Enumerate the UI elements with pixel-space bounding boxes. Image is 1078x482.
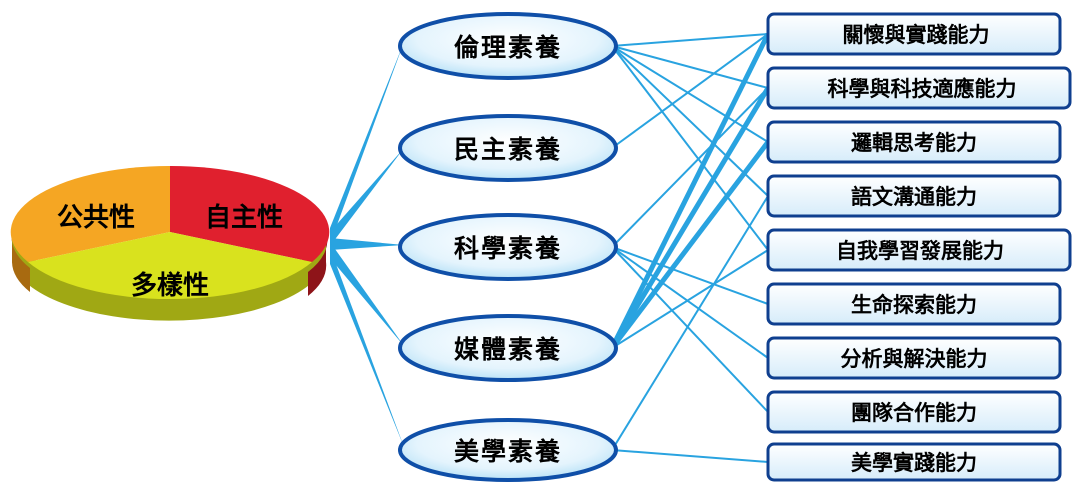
pie-side-red [308,232,328,296]
pie-segment-red [170,165,330,262]
capability-node: 分析與解決能力 [766,336,1062,380]
literacy-label: 科學素養 [454,234,562,263]
capability-connectors [609,32,771,463]
connector-line [609,32,771,350]
literacy-label: 倫理素養 [454,33,562,62]
pie-connectors [330,42,404,447]
literacy-node-science: 科學素養 [398,213,618,281]
pie-label-public: 公共性 [57,203,135,233]
connector-line [611,246,769,413]
capability-node: 科學與科技適應能力 [766,66,1072,110]
pie-chart: 公共性 自主性 多樣性 [10,165,330,321]
pie-side [12,232,326,321]
connector-line [611,45,769,197]
capability-node: 關懷與實踐能力 [766,12,1062,56]
capability-label: 生命探索能力 [851,293,977,317]
connector-line [611,246,769,305]
capability-label: 關懷與實踐能力 [843,23,990,47]
capability-label: 語文溝通能力 [851,185,977,209]
connector-line [611,33,769,149]
capability-node: 生命探索能力 [766,282,1062,326]
capability-label: 科學與科技適應能力 [828,77,1017,101]
pie-label-diversity: 多樣性 [131,270,209,301]
pie-segment-yellow [28,232,312,300]
literacy-node-aesthetics: 美學素養 [398,418,618,482]
capability-node: 語文溝通能力 [766,174,1062,218]
connector-line [611,246,769,359]
connector-line [611,45,769,251]
literacy-node-democracy: 民主素養 [398,114,618,182]
pie-label-autonomy: 自主性 [205,202,283,233]
capability-label: 美學實踐能力 [851,451,977,475]
connector-wedge [330,238,404,250]
capability-label: 自我學習發展能力 [836,239,1004,263]
literacy-nodes: 倫理素養 民主素養 科學素養 媒體素養 美學素養 [398,12,618,482]
connector-wedge [330,148,404,246]
connector-line [611,195,769,451]
capability-label: 團隊合作能力 [851,401,977,425]
pie-segment-orange [10,165,170,262]
capability-node: 邏輯思考能力 [766,120,1062,164]
connector-line [610,140,770,350]
literacy-label: 民主素養 [454,135,562,164]
connector-line [611,449,769,463]
literacy-label: 媒體素養 [454,335,562,364]
connector-line [611,249,769,349]
pie-side-orange [11,232,30,292]
capability-label: 邏輯思考能力 [851,131,977,155]
connector-wedge [330,42,404,244]
capability-node: 自我學習發展能力 [766,228,1072,272]
literacy-node-media: 媒體素養 [398,314,618,382]
connector-wedge [330,248,404,447]
connector-line [611,45,769,143]
connector-line [609,86,771,350]
capability-node: 團隊合作能力 [766,390,1062,434]
capability-nodes: 關懷與實踐能力 科學與科技適應能力 邏輯思考能力 語文溝通能力 自我學習發展能力… [766,12,1072,482]
literacy-node-ethics: 倫理素養 [398,12,618,80]
connector-line [611,87,769,248]
connector-line [611,33,769,47]
capability-node: 美學實踐能力 [766,442,1062,482]
connector-wedge [330,242,404,346]
capability-label: 分析與解決能力 [841,347,988,371]
literacy-label: 美學素養 [454,437,562,466]
